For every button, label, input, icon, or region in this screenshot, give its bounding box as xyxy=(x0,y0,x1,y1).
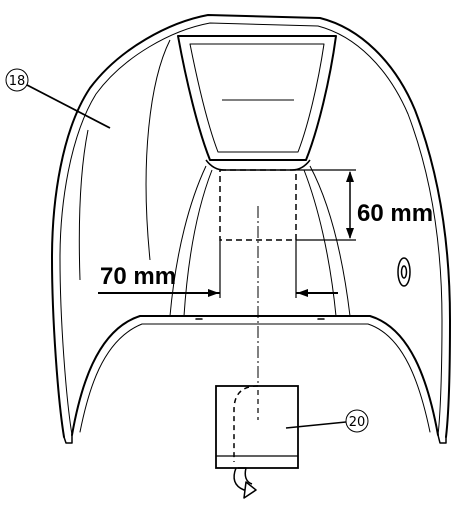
clip-inner xyxy=(400,265,408,279)
callout-20: 20 xyxy=(285,409,369,433)
shell-left-tab xyxy=(63,434,73,444)
rib-right-outer xyxy=(309,165,351,317)
pad-peel-dashed xyxy=(233,385,259,462)
vent-outer xyxy=(177,35,337,161)
callout-18-circle xyxy=(5,68,29,92)
height-label: 60 mm xyxy=(357,200,433,227)
helmet-shell xyxy=(51,14,451,444)
rib-right-inner xyxy=(303,169,337,317)
callout-18-leader xyxy=(26,84,111,129)
peel-arrow-head xyxy=(243,481,257,499)
side-clip xyxy=(397,257,411,287)
clip-outer xyxy=(397,257,411,287)
shell-lower-edge-inner xyxy=(79,323,431,433)
pad xyxy=(215,385,299,469)
peel-arrow xyxy=(233,467,257,499)
callout-20-circle xyxy=(345,409,369,433)
callout-20-leader xyxy=(285,421,347,429)
callout-18: 18 xyxy=(5,68,111,129)
peel-arrow-body xyxy=(233,467,253,491)
width-arrow-right xyxy=(297,289,308,297)
inner-ribs xyxy=(78,39,351,317)
shell-inner-contour xyxy=(59,22,443,436)
height-arrow-bottom xyxy=(346,228,354,239)
width-arrow-left xyxy=(208,289,219,297)
vent-base xyxy=(205,159,311,171)
rib-left-inner xyxy=(183,169,213,317)
top-vent xyxy=(177,35,337,171)
callout-18-number: 18 xyxy=(9,74,26,89)
callout-20-number: 20 xyxy=(349,415,366,430)
application-area xyxy=(219,169,297,241)
height-arrow-top xyxy=(346,171,354,182)
width-extension-lines xyxy=(219,240,297,298)
shell-lower-edge xyxy=(71,315,439,436)
vent-inner xyxy=(189,43,325,153)
width-label: 70 mm xyxy=(100,263,176,290)
shell-curve-left-2 xyxy=(145,39,171,261)
shell-right-tab xyxy=(437,434,447,444)
width-dimension xyxy=(98,289,338,297)
shell-curve-left xyxy=(78,129,89,281)
shell-outline xyxy=(51,14,451,438)
height-dimension xyxy=(296,169,356,241)
